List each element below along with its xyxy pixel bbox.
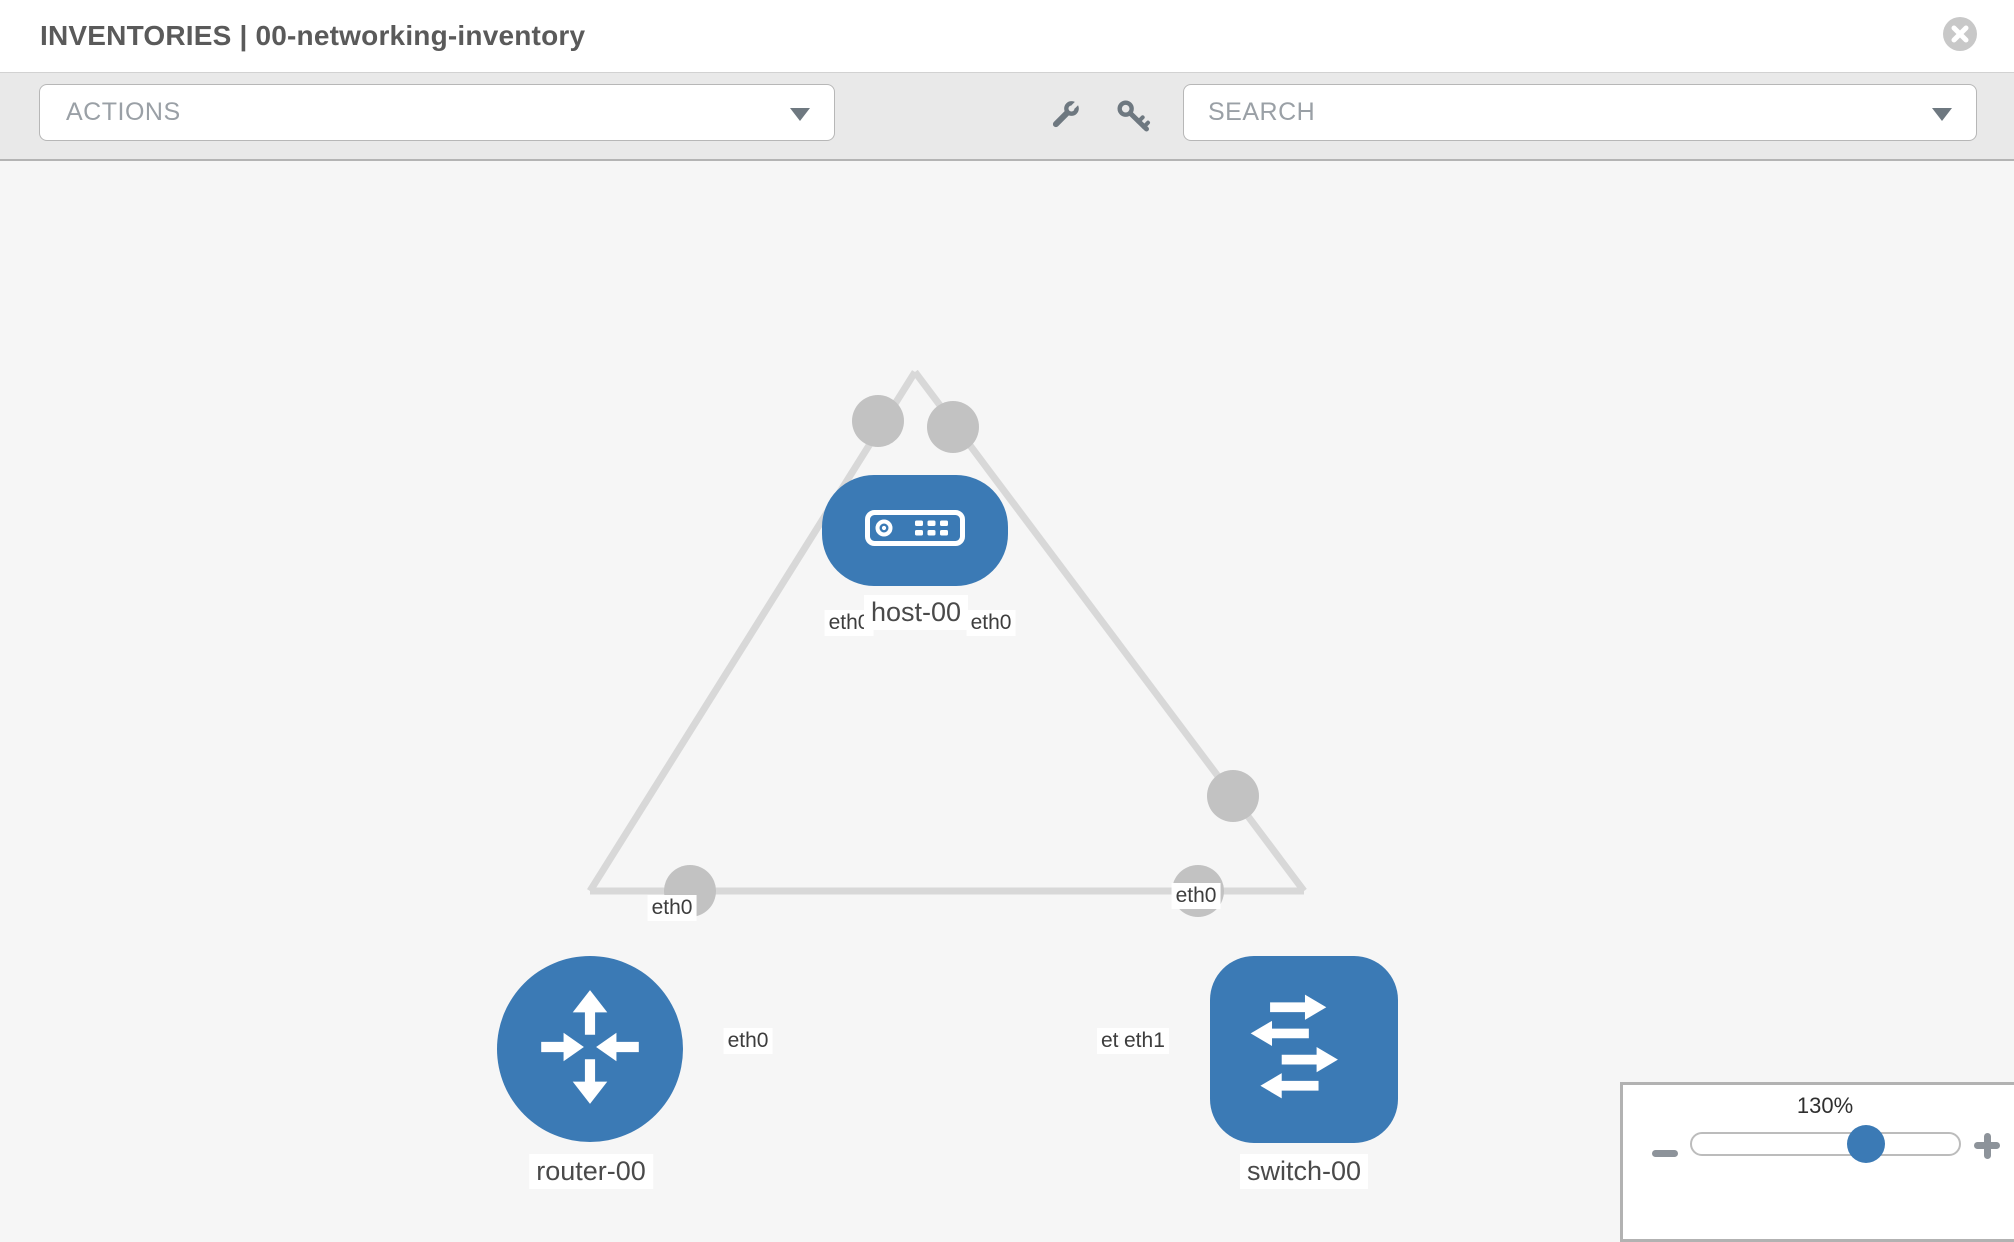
switch-icon-node[interactable] [1210,956,1398,1143]
topology-links-layer [587,369,1307,917]
interface-dot [852,395,904,447]
zoom-level-value: 130% [1796,1093,1854,1118]
page-header: INVENTORIES | 00-networking-inventory [0,0,2014,72]
node-router-00[interactable] [497,956,683,1142]
toolbar: ACTIONS SEARCH [0,72,2014,161]
iface-label-host-router-mid: eth0 [647,895,697,921]
zoom-panel: 130% [1620,1082,2014,1242]
zoom-out-button[interactable] [1651,1139,1679,1167]
minus-icon [1652,1150,1678,1157]
zoom-in-button[interactable] [1973,1131,2001,1159]
router-icon [529,986,651,1113]
wrench-icon [1045,99,1085,139]
chevron-down-icon [790,108,810,121]
actions-dropdown-label: ACTIONS [66,98,181,126]
zoom-slider-thumb[interactable] [1847,1125,1885,1163]
node-host-00[interactable] [822,475,1008,586]
zoom-slider-track[interactable] [1690,1132,1961,1156]
actions-dropdown[interactable]: ACTIONS [39,84,835,141]
topology-canvas[interactable]: eth0 eth0 eth0 eth0 eth0 eth0 eth1 host-… [0,158,2014,1200]
iface-label-host-switch-mid: eth0 [1171,883,1221,909]
chevron-down-icon [1932,108,1952,121]
switch-icon [1241,993,1367,1106]
node-label-host: host-00 [863,595,969,630]
interface-dot [1207,770,1259,822]
close-button[interactable] [1943,17,1977,51]
credentials-button[interactable] [1114,97,1154,137]
search-dropdown-label: SEARCH [1208,98,1316,126]
configure-button[interactable] [1045,95,1085,135]
iface-label-switch-eth1: eth1 [1120,1028,1169,1054]
search-dropdown[interactable]: SEARCH [1183,84,1977,141]
node-label-router: router-00 [529,1154,653,1189]
iface-label-router-eth0: eth0 [723,1028,773,1054]
node-label-switch: switch-00 [1239,1154,1369,1189]
iface-label-host-eth0-right: eth0 [966,610,1016,636]
interface-dot [927,401,979,453]
key-icon [1114,100,1154,141]
host-icon [865,510,965,551]
page-title: INVENTORIES | 00-networking-inventory [40,20,586,51]
